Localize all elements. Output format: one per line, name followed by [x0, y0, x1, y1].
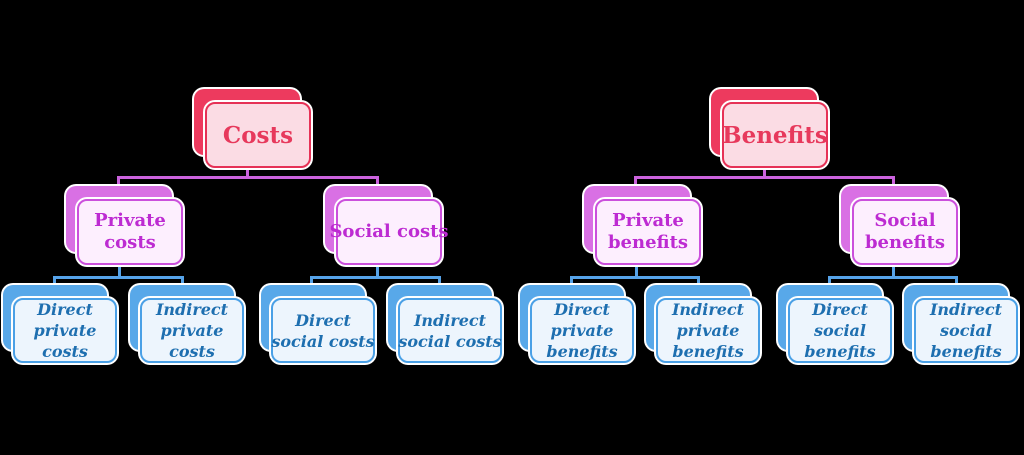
indirect-social-benefits-node-label: Indirect social benefits [929, 300, 1003, 361]
benefits-social-drop-line [892, 176, 895, 189]
direct-social-benefits-node-label: Direct social benefits [804, 300, 876, 361]
benefits-private-drop-line [634, 176, 637, 189]
private-benefits-stub-line [635, 258, 638, 279]
indirect-social-costs-node-label: Indirect social costs [398, 310, 502, 351]
social-benefits-hline [828, 276, 958, 279]
costs-branch-hline [117, 176, 379, 179]
private-benefits-hline [570, 276, 700, 279]
direct-private-costs-node-face: Direct private costs [13, 298, 117, 363]
social-costs-stub-line [376, 258, 379, 279]
costs-social-drop-line [376, 176, 379, 189]
direct-private-costs-drop-line [53, 276, 56, 288]
direct-private-benefits-node-face: Direct private benefits [530, 298, 634, 363]
direct-social-benefits-drop-line [828, 276, 831, 288]
costs-root-stub-line [246, 160, 249, 179]
indirect-private-benefits-drop-line [697, 276, 700, 288]
private-costs-hline [53, 276, 184, 279]
private-costs-stub-line [118, 258, 121, 279]
direct-social-costs-node-face: Direct social costs [271, 298, 375, 363]
direct-private-benefits-drop-line [570, 276, 573, 288]
indirect-social-benefits-drop-line [955, 276, 958, 288]
social-costs-hline [310, 276, 441, 279]
direct-social-costs-node-label: Direct social costs [271, 310, 375, 351]
direct-private-costs-node-label: Direct private costs [33, 300, 97, 361]
benefits-root-stub-line [763, 160, 766, 179]
direct-private-benefits-node-label: Direct private benefits [546, 300, 618, 361]
indirect-private-costs-drop-line [181, 276, 184, 288]
indirect-social-benefits-node-face: Indirect social benefits [914, 298, 1018, 363]
private-benefits-node-label: Private benefits [607, 210, 689, 253]
direct-social-benefits-node-face: Direct social benefits [788, 298, 892, 363]
social-benefits-node-label: Social benefits [864, 210, 946, 253]
benefits-node-label: Benefits [722, 121, 828, 149]
costs-node-label: Costs [222, 121, 294, 149]
private-costs-node-face: Private costs [77, 199, 183, 265]
private-costs-node-label: Private costs [94, 210, 166, 253]
costs-private-drop-line [117, 176, 120, 189]
social-costs-node-label: Social costs [329, 221, 449, 242]
social-benefits-node-face: Social benefits [852, 199, 958, 265]
indirect-social-costs-node-face: Indirect social costs [398, 298, 502, 363]
indirect-private-costs-node-face: Indirect private costs [140, 298, 244, 363]
direct-social-costs-drop-line [310, 276, 313, 288]
social-costs-node-face: Social costs [329, 199, 449, 265]
indirect-private-benefits-node-label: Indirect private benefits [671, 300, 745, 361]
costs-node-face: Costs [205, 102, 311, 168]
indirect-social-costs-drop-line [438, 276, 441, 288]
indirect-private-benefits-node-face: Indirect private benefits [656, 298, 760, 363]
benefits-branch-hline [634, 176, 895, 179]
private-benefits-node-face: Private benefits [595, 199, 701, 265]
indirect-private-costs-node-label: Indirect private costs [155, 300, 229, 361]
benefits-node-face: Benefits [722, 102, 828, 168]
social-benefits-stub-line [892, 258, 895, 279]
